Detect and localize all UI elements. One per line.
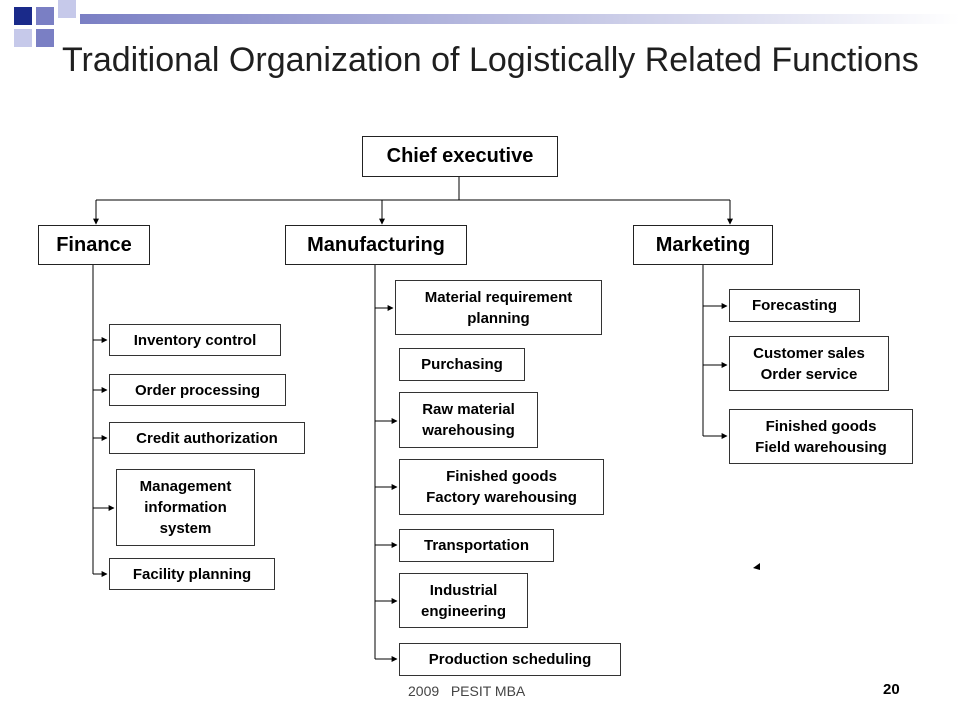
manufacturing-box: Manufacturing: [285, 225, 467, 265]
marketing-item-customer-sales-order-service: Customer sales Order service: [729, 336, 889, 391]
corner-square-light: [58, 0, 76, 18]
corner-square-light-2: [14, 29, 32, 47]
marketing-item-finished-goods-field-warehousing: Finished goods Field warehousing: [729, 409, 913, 464]
corner-square-mid-2: [36, 29, 54, 47]
page-number: 20: [883, 681, 900, 698]
marketing-box: Marketing: [633, 225, 773, 265]
finance-item-inventory-control: Inventory control: [109, 324, 281, 356]
manufacturing-item-purchasing: Purchasing: [399, 348, 525, 381]
finance-item-management-information-system: Management information system: [116, 469, 255, 546]
manufacturing-item-transportation: Transportation: [399, 529, 554, 562]
slide-title: Traditional Organization of Logistically…: [62, 41, 919, 79]
manufacturing-item-finished-goods-factory-warehousing: Finished goods Factory warehousing: [399, 459, 604, 515]
manufacturing-item-industrial-engineering: Industrial engineering: [399, 573, 528, 628]
corner-square-dark: [14, 7, 32, 25]
finance-item-facility-planning: Facility planning: [109, 558, 275, 590]
header-gradient-bar: [80, 14, 960, 24]
finance-item-order-processing: Order processing: [109, 374, 286, 406]
manufacturing-item-raw-material-warehousing: Raw material warehousing: [399, 392, 538, 448]
chief-executive-box: Chief executive: [362, 136, 558, 177]
manufacturing-item-material-requirement-planning: Material requirement planning: [395, 280, 602, 335]
finance-box: Finance: [38, 225, 150, 265]
footer-text: 2009 PESIT MBA: [408, 683, 526, 699]
corner-square-mid: [36, 7, 54, 25]
marketing-item-forecasting: Forecasting: [729, 289, 860, 322]
manufacturing-item-production-scheduling: Production scheduling: [399, 643, 621, 676]
stray-arrowhead: [753, 563, 760, 570]
finance-item-credit-authorization: Credit authorization: [109, 422, 305, 454]
